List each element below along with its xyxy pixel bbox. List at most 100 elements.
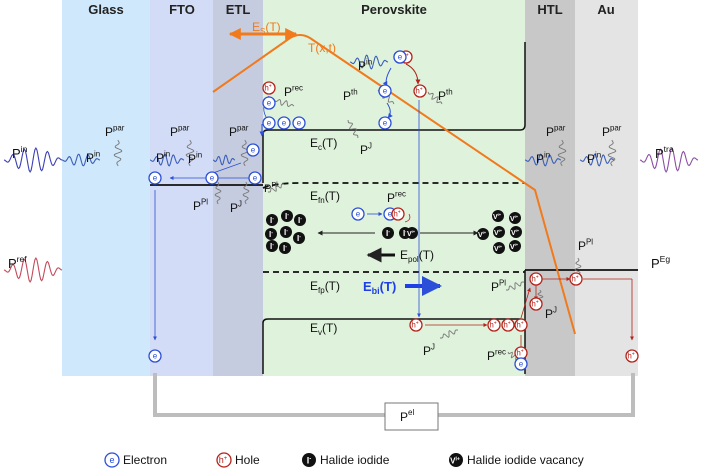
svg-text:e: e (398, 53, 403, 62)
svg-text:e: e (153, 352, 158, 361)
au-layer (575, 0, 638, 376)
electron-etl-interface: e (246, 143, 260, 157)
svg-text:VI+: VI+ (510, 214, 519, 223)
wave-joule-htl (439, 329, 459, 339)
temperature-label: T(x,t) (308, 41, 336, 55)
p-th-right: Pth (438, 88, 453, 103)
svg-text:h+: h+ (531, 300, 538, 309)
iodide-1: I- (266, 214, 278, 226)
svg-text:h+: h+ (531, 275, 538, 284)
wave-htl-par (557, 139, 567, 167)
iodide-7: I- (266, 240, 278, 252)
legend-item-hole: h+Hole (216, 452, 260, 468)
svg-text:h+: h+ (489, 321, 496, 330)
p-rec-htl: Prec (487, 348, 506, 363)
svg-text:e: e (153, 174, 158, 183)
p-tra: Ptra (655, 144, 674, 161)
ec-label: Ec(T) (310, 136, 337, 152)
svg-text:e: e (383, 119, 388, 128)
load-box (384, 402, 439, 431)
svg-text:Ebi(T): Ebi(T) (363, 279, 396, 296)
p-eg: PEg (651, 254, 670, 271)
svg-text:h+: h+ (571, 275, 578, 284)
hole-htl-1: h+ (487, 318, 501, 332)
legend-label: Halide iodide vacancy (467, 453, 584, 467)
layer-name-perovskite: Perovskite (361, 2, 427, 17)
waves (3, 54, 699, 361)
layer-name-htl: HTL (537, 2, 562, 17)
p-j-valence: PJ (423, 343, 435, 358)
efp-label: Efp(T) (310, 279, 340, 295)
p-in-perov: Pin (358, 58, 372, 73)
svg-text:e: e (388, 210, 393, 219)
wave-th-right (427, 91, 443, 105)
svg-text:I-: I- (307, 456, 312, 466)
legend-label: Hole (235, 453, 260, 467)
p-par-htl: Ppar (546, 124, 566, 139)
wave-fto (149, 153, 185, 167)
svg-text:h+: h+ (516, 349, 523, 358)
electron-fto: e (148, 171, 162, 185)
electron-rec-center: e (351, 207, 365, 221)
hole-external: h+ (625, 349, 639, 363)
hole-rec-etl: h+ (262, 81, 276, 95)
built-in-field: Ebi(T) (363, 276, 442, 296)
fto-layer (150, 0, 213, 376)
electron-generated-top: e (393, 50, 407, 64)
svg-text:h+: h+ (393, 210, 400, 219)
p-in-htl: Pin (536, 151, 550, 166)
p-rec-etl: Prec (284, 84, 303, 99)
hole-au: h+ (569, 272, 583, 286)
svg-text:h+: h+ (264, 84, 271, 93)
svg-text:h+: h+ (627, 352, 634, 361)
glass-layer (62, 0, 150, 376)
electron-thermalizing: e (378, 84, 392, 98)
wave-etl-par (240, 139, 250, 167)
p-pl-au: PPl (578, 238, 593, 253)
wave-rec-etl (273, 98, 295, 108)
transmitted-wave (639, 147, 699, 173)
load-label: Pel (400, 408, 414, 424)
layer-name-etl: ETL (226, 2, 251, 17)
wave-au (579, 153, 615, 167)
wave-au-par (607, 139, 617, 167)
reflected-wave (3, 257, 63, 283)
svg-text:I-: I- (298, 216, 302, 225)
svg-text:I-: I- (270, 242, 274, 251)
wave-glass (61, 153, 101, 167)
layer-headers: Glass FTO ETL Perovskite HTL Au (88, 2, 614, 17)
vacancy-5: VI+ (477, 228, 489, 240)
hole-htl-4: h+ (529, 272, 543, 286)
vacancy-4: VI+ (510, 226, 522, 238)
electron-rec-etl: e (262, 96, 276, 110)
vacancy-center: VI+ (406, 227, 418, 239)
electron-external: e (148, 349, 162, 363)
layer-name-glass: Glass (88, 2, 123, 17)
svg-text:e: e (282, 119, 287, 128)
p-in-etl: Pin (188, 151, 202, 166)
quasi-fermi-electron-line (262, 182, 525, 189)
p-in-glass: Pin (86, 150, 100, 165)
wave-pl-etl (242, 181, 250, 205)
vacancy-7: VI+ (509, 240, 521, 252)
svg-text:e: e (253, 174, 258, 183)
hole-generated: h+ (413, 84, 427, 98)
svg-text:VI+: VI+ (494, 244, 503, 253)
p-par-etl: Ppar (229, 124, 249, 139)
hole-rec-center: h+ (391, 207, 405, 221)
legend-item-vacancy: VI+Halide iodide vacancy (449, 453, 584, 467)
carrier-arrows (153, 63, 634, 353)
svg-text:VI+: VI+ (511, 228, 520, 237)
svg-text:VI+: VI+ (407, 229, 416, 238)
electron-fto-2: e (205, 171, 219, 185)
electron-etl-lower: e (248, 171, 262, 185)
p-th-left: Pth (343, 88, 358, 103)
polarization-field: Epol(T) (366, 247, 434, 264)
svg-text:h+: h+ (516, 321, 523, 330)
svg-text:I-: I- (285, 212, 289, 221)
wave-etl (212, 154, 236, 166)
electron-ec: e (378, 116, 392, 130)
hole-htl-5: h+ (529, 297, 543, 311)
svg-text:VI+: VI+ (510, 242, 519, 251)
